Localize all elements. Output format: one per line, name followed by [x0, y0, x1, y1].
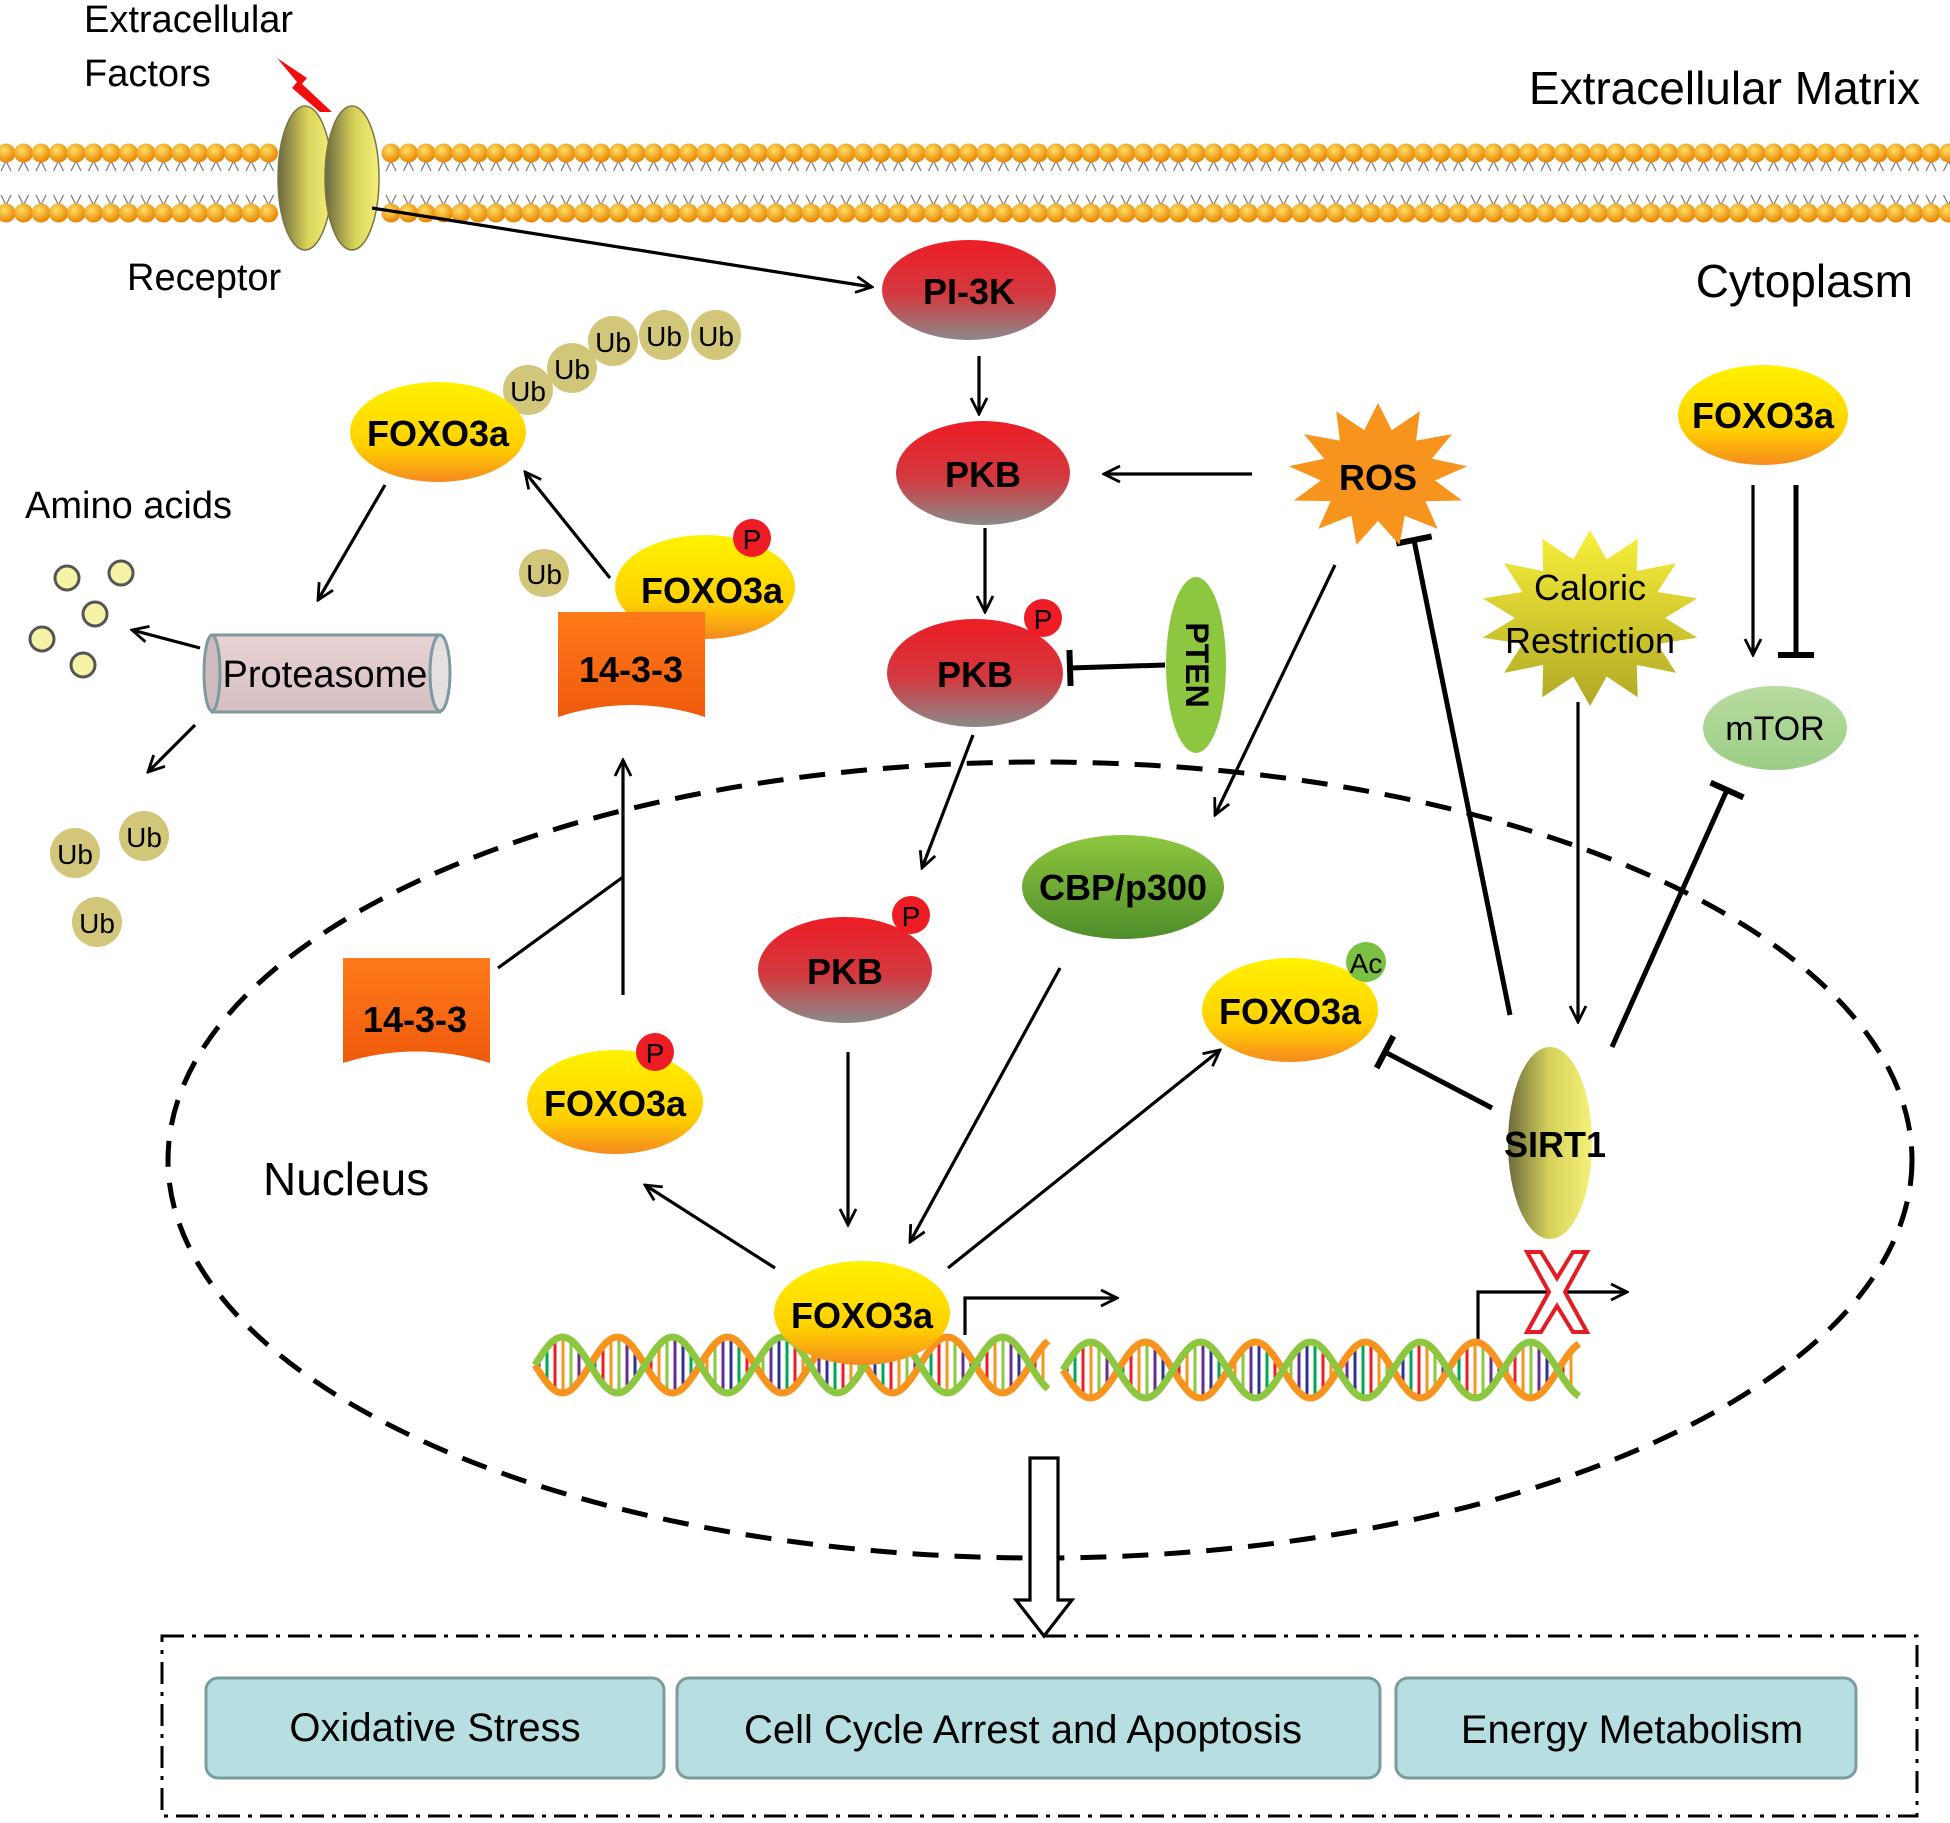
pkb-nuclear-node: PKB P	[758, 896, 932, 1023]
sirt1-node: SIRT1	[1504, 1047, 1606, 1239]
foxo3a-ub-label: FOXO3a	[367, 413, 510, 454]
amino-acids-label: Amino acids	[25, 485, 232, 527]
cbp-p300-label: CBP/p300	[1039, 867, 1207, 908]
ubiquitin-free: Ub	[519, 549, 569, 597]
foxo3a-ubiquitinated-node: FOXO3a	[350, 382, 526, 482]
edge-sirt1-mtor	[1609, 779, 1745, 1049]
transcription-arrow-blocked	[1476, 1292, 1627, 1342]
phospho-mark: P	[902, 901, 921, 932]
edge-cyto-foxo3ap-ub	[525, 472, 612, 580]
edge-dna-foxo3a-ac	[946, 1050, 1220, 1270]
foxo3a-phospho-nucleus-node: FOXO3a P	[527, 1033, 703, 1154]
phospho-mark: P	[1034, 604, 1053, 635]
ubiquitin-mark: Ub	[57, 839, 93, 870]
nucleus-label: Nucleus	[263, 1153, 429, 1205]
svg-text:P: P	[743, 524, 762, 555]
foxo3a-p-nuc-label: FOXO3a	[544, 1083, 687, 1124]
caloric-restriction-node: Caloric Restriction	[1482, 530, 1698, 706]
foxo3a-p-cyto-label: FOXO3a	[641, 570, 784, 611]
edge-dna-foxo3a-p	[645, 1185, 776, 1270]
foxo3a-cytoplasm-node: FOXO3a	[1678, 365, 1848, 465]
pkb-phospho-label: PKB	[937, 654, 1013, 695]
foxo3a-dna-bound-node: FOXO3a	[774, 1261, 950, 1365]
sirt1-label: SIRT1	[1504, 1124, 1606, 1165]
cytoplasm-label: Cytoplasm	[1696, 255, 1913, 307]
edge-ros-cbp	[1215, 564, 1337, 815]
edge-sirt1-ros	[1395, 533, 1513, 1016]
foxo3a-ac-label: FOXO3a	[1219, 991, 1362, 1032]
edge-pten-pkbp	[1066, 649, 1166, 687]
foxo3a-acetylated-node: FOXO3a Ac	[1202, 942, 1386, 1062]
svg-text:P: P	[646, 1038, 665, 1069]
caloric-label-1: Caloric	[1534, 567, 1646, 608]
ubiquitin-mark: Ub	[510, 376, 546, 407]
ubiquitin-mark: Ub	[595, 327, 631, 358]
proteasome-label: Proteasome	[223, 654, 428, 696]
outcome-hollow-arrow	[1012, 1456, 1076, 1639]
pi3k-node: PI-3K	[882, 240, 1056, 340]
pten-label: PTEN	[1179, 622, 1215, 707]
mtor-node: mTOR	[1703, 686, 1847, 770]
pkb-node: PKB	[896, 421, 1070, 525]
ubiquitin-mark: Ub	[126, 822, 162, 853]
proteasome-node: Proteasome	[202, 633, 452, 714]
extracellular-factors-label-2: Factors	[84, 53, 211, 95]
protein-14-3-3-nucleus-node: 14-3-3	[343, 958, 490, 1063]
edge-sirt1-foxo3a-ac	[1373, 1034, 1494, 1111]
pkb-phospho-node: PKB P	[887, 599, 1063, 727]
amino-acid-dots	[28, 559, 135, 679]
cell-membrane	[0, 143, 1950, 223]
lightning-icon	[277, 58, 332, 112]
foxo3a-dna-label: FOXO3a	[791, 1295, 934, 1336]
ubiquitin-mark: Ub	[646, 321, 682, 352]
caloric-label-2: Restriction	[1505, 620, 1675, 661]
acetyl-mark: Ac	[1350, 948, 1383, 979]
outcome-frame	[160, 1634, 1919, 1818]
extracellular-factors-label-1: Extracellular	[84, 0, 293, 41]
edge-receptor-pi3k	[371, 206, 872, 287]
edge-proteasome-aminoacids	[132, 630, 201, 650]
svg-text:Ub: Ub	[526, 559, 562, 590]
outcome-boxes: Oxidative Stress Cell Cycle Arrest and A…	[204, 1676, 1858, 1780]
outcome-oxidative-stress: Oxidative Stress	[289, 1706, 580, 1750]
edge-1433-join	[497, 875, 624, 970]
protein-1433-cyto-label: 14-3-3	[579, 649, 683, 690]
protein-1433-nuc-label: 14-3-3	[363, 999, 467, 1040]
outcome-energy-metabolism: Energy Metabolism	[1461, 1708, 1803, 1752]
pkb-nuclear-label: PKB	[807, 951, 883, 992]
edge-pkbp-nuclear	[922, 734, 975, 868]
receptor-protein	[277, 105, 380, 251]
ros-node: ROS	[1288, 403, 1468, 545]
pkb-label: PKB	[945, 454, 1021, 495]
foxo3a-label: FOXO3a	[1692, 395, 1835, 436]
ubiquitin-mark: Ub	[79, 908, 115, 939]
extracellular-matrix-label: Extracellular Matrix	[1529, 62, 1920, 114]
ros-label: ROS	[1339, 457, 1417, 498]
mtor-label: mTOR	[1725, 710, 1824, 748]
cbp-p300-node: CBP/p300	[1022, 835, 1224, 939]
transcription-arrow-active	[963, 1298, 1117, 1335]
ubiquitin-mark: Ub	[554, 354, 590, 385]
pten-node: PTEN	[1166, 577, 1226, 753]
edge-cbp-dna-foxo3a	[910, 967, 1062, 1242]
protein-14-3-3-cytoplasm-node: 14-3-3	[558, 612, 705, 717]
receptor-label: Receptor	[127, 257, 282, 299]
ubiquitin-mark: Ub	[698, 321, 734, 352]
edge-ub-proteasome	[318, 484, 387, 600]
dna-helix	[532, 1333, 1582, 1402]
outcome-cell-cycle-arrest: Cell Cycle Arrest and Apoptosis	[744, 1708, 1302, 1752]
blocked-cross-icon	[1523, 1250, 1591, 1334]
interaction-edges	[132, 206, 1814, 1342]
edge-proteasome-ub	[148, 723, 197, 772]
pi3k-label: PI-3K	[923, 271, 1015, 312]
